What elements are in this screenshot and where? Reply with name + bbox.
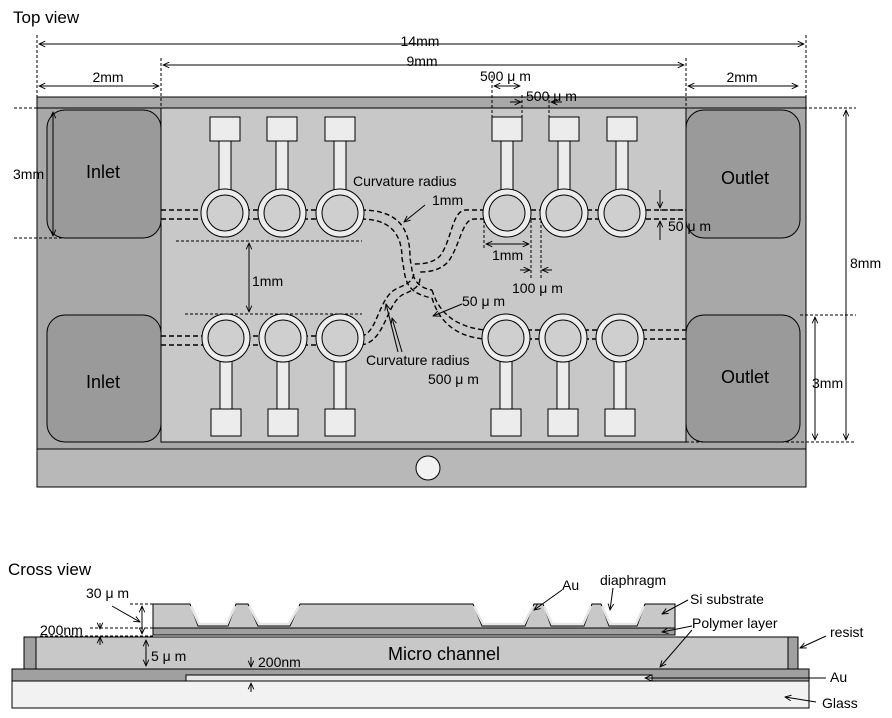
polymer-layer [152, 627, 676, 636]
outlet-top-reservoir [685, 109, 801, 239]
sensor-chamber [603, 194, 641, 232]
sensor-pad [324, 408, 356, 437]
sensor-chamber [544, 319, 582, 357]
label-au-top: Au [562, 577, 579, 593]
dim-total-height: 8mm [850, 255, 881, 271]
inlet-bottom-label: Inlet [86, 372, 120, 392]
sensor-chamber [264, 319, 302, 357]
sensor-stem [333, 139, 347, 194]
sensor-chamber [207, 319, 245, 357]
sensor-pad [266, 116, 298, 142]
sensor-pad [606, 116, 638, 142]
dim-row-gap: 1mm [252, 273, 283, 289]
sensor-chamber [206, 194, 244, 232]
sensor-chamber [487, 319, 525, 357]
dim-left-margin: 2mm [92, 69, 123, 85]
dim-channel-width: 50 μ m [668, 218, 711, 234]
outlet-top-label: Outlet [721, 168, 769, 188]
sensor-stem [218, 139, 232, 194]
sensor-pad [547, 408, 579, 437]
label-polymer-layer: Polymer layer [692, 615, 778, 631]
resist-right [787, 636, 799, 670]
sensor-pad [548, 116, 580, 142]
bottom-electrode [185, 674, 653, 682]
sensor-chamber [321, 319, 359, 357]
sensor-stem [499, 357, 513, 411]
cross-view-title: Cross view [8, 560, 92, 579]
top-view-title: Top view [13, 8, 80, 27]
sensor-array [200, 116, 647, 437]
sensor-stem [615, 139, 629, 194]
label-glass: Glass [822, 695, 858, 711]
sensor-pad [209, 116, 241, 142]
sensor-stem [613, 357, 627, 411]
label-si-substrate: Si substrate [690, 591, 764, 607]
sensor-pad [490, 408, 522, 437]
sensor-chamber [321, 194, 359, 232]
sensor-pad [604, 408, 636, 437]
cross-arrows [100, 587, 827, 703]
alignment-hole [415, 455, 441, 481]
inlet-top-reservoir [46, 109, 162, 239]
dim-outlet-height: 3mm [812, 375, 843, 391]
sensor-stem [556, 357, 570, 411]
curvature-1-line1: Curvature radius [353, 173, 457, 189]
sensor-pad [267, 408, 299, 437]
label-thickness-30um: 30 μ m [86, 585, 129, 601]
label-thickness-200nm-a: 200nm [40, 622, 83, 638]
dim-total-width: 14mm [401, 33, 440, 49]
resist-left [23, 636, 37, 670]
sensor-pad [210, 408, 242, 437]
label-au-bottom: Au [830, 669, 847, 685]
micro-channel-paths [161, 209, 686, 346]
dim-channel-width-2: 50 μ m [462, 293, 505, 309]
dim-reservoir-height: 3mm [13, 166, 44, 182]
glass-layer [11, 680, 810, 709]
sensor-chamber [601, 319, 639, 357]
sensor-chamber [263, 194, 301, 232]
outlet-bottom-label: Outlet [721, 367, 769, 387]
dim-pitch-b: 500 μ m [526, 88, 577, 104]
sensor-stem [276, 357, 290, 411]
inlet-bottom-reservoir [46, 314, 162, 443]
sensor-stem [557, 139, 571, 194]
sensor-chamber [488, 194, 526, 232]
label-diaphragm: diaphragm [600, 572, 666, 588]
label-thickness-5um: 5 μ m [151, 648, 186, 664]
label-resist: resist [830, 624, 864, 640]
curvature-2-line1: Curvature radius [366, 352, 470, 368]
curvature-1-line2: 1mm [432, 192, 463, 208]
dim-right-margin: 2mm [726, 69, 757, 85]
label-thickness-200nm-b: 200nm [258, 654, 301, 670]
curvature-2-line2: 500 μ m [428, 371, 479, 387]
sensor-stem [219, 357, 233, 411]
inlet-top-label: Inlet [86, 162, 120, 182]
sensor-pad [491, 116, 523, 142]
dim-chamber-diameter: 1mm [492, 247, 523, 263]
sensor-stem [275, 139, 289, 194]
sensor-stem [333, 357, 347, 411]
sensor-pad [324, 116, 356, 142]
sensor-stem [500, 139, 514, 194]
dim-center-width: 9mm [406, 53, 437, 69]
label-micro-channel: Micro channel [388, 644, 500, 664]
center-region [160, 107, 687, 443]
dim-pitch-a: 500 μ m [480, 68, 531, 84]
dimension-arrows [39, 44, 846, 440]
dim-gap: 100 μ m [512, 280, 563, 296]
sensor-chamber [545, 194, 583, 232]
guide-lines [14, 35, 856, 443]
